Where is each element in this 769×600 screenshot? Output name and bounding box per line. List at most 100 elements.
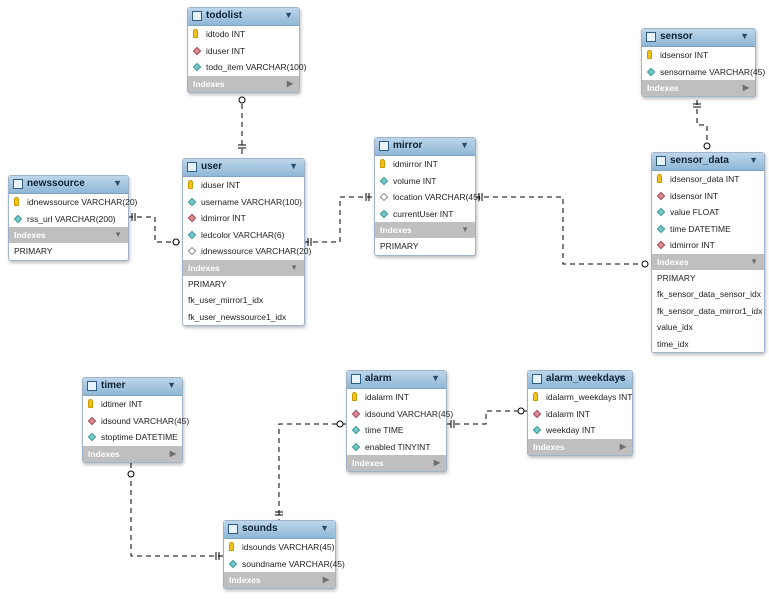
expand-arrow-icon[interactable]: ▶ <box>619 441 626 451</box>
column-row[interactable]: time DATETIME <box>652 221 764 238</box>
column-row[interactable]: idsound VARCHAR(45) <box>83 413 189 430</box>
column-row[interactable]: enabled TINYINT <box>347 439 446 456</box>
collapse-arrow-icon[interactable]: ▼ <box>167 380 176 390</box>
index-row[interactable]: time_idx <box>657 338 689 349</box>
index-row[interactable]: fk_sensor_data_mirror1_idx <box>657 305 763 316</box>
column-row[interactable]: sensorname VARCHAR(45) <box>642 64 765 81</box>
table-header[interactable]: mirror▼ <box>375 138 475 156</box>
expand-arrow-icon[interactable]: ▼ <box>290 262 298 272</box>
expand-arrow-icon[interactable]: ▶ <box>169 448 176 458</box>
table-header[interactable]: newssource▼ <box>9 176 128 194</box>
expand-arrow-icon[interactable]: ▶ <box>322 575 329 584</box>
column-row[interactable]: idmirror INT <box>652 237 764 254</box>
column-row[interactable]: idsounds VARCHAR(45) <box>224 539 335 556</box>
column-row[interactable]: soundname VARCHAR(45) <box>224 556 345 573</box>
column-row[interactable]: ledcolor VARCHAR(6) <box>183 227 304 244</box>
column-row[interactable]: currentUser INT <box>375 206 475 223</box>
column-row[interactable]: todo_item VARCHAR(100) <box>188 59 306 76</box>
expand-arrow-icon[interactable]: ▼ <box>114 230 122 239</box>
column-name: weekday INT <box>546 425 596 435</box>
column-row[interactable]: time TIME <box>347 422 446 439</box>
table-alarm-weekdays[interactable]: alarm_weekdays▼idalarm_weekdays INT idala… <box>527 370 633 456</box>
collapse-arrow-icon[interactable]: ▼ <box>460 140 469 150</box>
index-row[interactable]: PRIMARY <box>657 272 696 283</box>
table-sounds[interactable]: sounds▼idsounds VARCHAR(45)soundname VAR… <box>223 520 345 589</box>
collapse-arrow-icon[interactable]: ▼ <box>113 178 122 188</box>
index-row[interactable]: PRIMARY <box>188 278 227 289</box>
indexes-section-header[interactable]: Indexes▼ <box>9 227 128 243</box>
column-name: idalarm INT <box>546 408 590 419</box>
indexes-section-header[interactable]: Indexes▶ <box>347 455 446 471</box>
indexes-section-header[interactable]: Indexes▶ <box>528 438 632 455</box>
indexes-section-header[interactable]: Indexes▼ <box>375 222 475 238</box>
index-row[interactable]: PRIMARY <box>14 246 53 256</box>
collapse-arrow-icon[interactable]: ▼ <box>320 523 329 533</box>
column-row[interactable]: idnewssource VARCHAR(20) <box>9 194 137 211</box>
collapse-arrow-icon[interactable]: ▼ <box>617 373 626 383</box>
table-header[interactable]: sensor_data▼ <box>652 153 764 171</box>
column-row[interactable]: iduser INT <box>183 177 304 194</box>
column-name: idnewssource VARCHAR(20) <box>201 246 312 256</box>
index-row[interactable]: value_idx <box>657 322 693 332</box>
index-row[interactable]: fk_sensor_data_sensor_idx <box>657 289 761 299</box>
column-row[interactable]: idsound VARCHAR(45) <box>347 406 453 423</box>
table-newssource[interactable]: newssource▼ idnewssource VARCHAR(20) rss_u… <box>8 175 137 261</box>
expand-arrow-icon[interactable]: ▼ <box>461 225 469 234</box>
table-header[interactable]: alarm▼ <box>347 371 446 389</box>
column-row[interactable]: idalarm_weekdays INT <box>528 389 632 406</box>
collapse-arrow-icon[interactable]: ▼ <box>284 10 293 20</box>
table-header[interactable]: user▼ <box>183 159 304 177</box>
column-row[interactable]: idsensor INT <box>652 188 764 205</box>
column-row[interactable]: stoptime DATETIME <box>83 429 182 446</box>
column-row[interactable]: idalarm INT <box>528 406 632 423</box>
column-row[interactable]: volume INT <box>375 173 475 190</box>
column-row[interactable]: iduser INT <box>188 43 299 60</box>
expand-arrow-icon[interactable]: ▼ <box>750 256 758 266</box>
optional-many-marker <box>641 260 649 268</box>
relationship-sensor-data-mirror <box>475 196 651 265</box>
indexes-section-header[interactable]: Indexes▶ <box>188 75 299 92</box>
index-row[interactable]: PRIMARY <box>380 241 419 251</box>
column-row[interactable]: idalarm INT <box>347 389 446 406</box>
column-row[interactable]: idtimer INT <box>83 396 182 413</box>
column-row[interactable]: rss_url VARCHAR(200) <box>9 211 128 228</box>
column-row[interactable]: username VARCHAR(100) <box>183 194 304 211</box>
table-header[interactable]: alarm_weekdays▼ <box>528 371 632 389</box>
column-row[interactable]: idsensor_data INT <box>652 171 764 188</box>
indexes-section-header[interactable]: Indexes▼ <box>652 253 764 270</box>
column-row[interactable]: idmirror INT <box>183 210 304 227</box>
column-row[interactable]: idsensor INT <box>642 47 755 64</box>
column-row[interactable]: weekday INT <box>528 422 632 439</box>
column-row[interactable]: idmirror INT <box>375 156 475 173</box>
expand-arrow-icon[interactable]: ▶ <box>433 458 440 467</box>
indexes-section-header[interactable]: Indexes▶ <box>83 445 182 462</box>
indexes-section-header[interactable]: Indexes▼ <box>183 259 304 276</box>
column-row[interactable]: idtodo INT <box>188 26 299 43</box>
index-row[interactable]: fk_user_newssource1_idx <box>188 311 287 322</box>
index-row[interactable]: fk_user_mirror1_idx <box>188 295 264 305</box>
expand-arrow-icon[interactable]: ▶ <box>742 83 749 92</box>
indexes-section-header[interactable]: Indexes▶ <box>642 80 755 96</box>
indexes-section-header[interactable]: Indexes▶ <box>224 572 335 588</box>
expand-arrow-icon[interactable]: ▶ <box>286 78 293 88</box>
table-header[interactable]: timer▼ <box>83 378 182 396</box>
column-name: idnewssource VARCHAR(20) <box>27 197 138 207</box>
table-header[interactable]: sounds▼ <box>224 521 335 539</box>
table-header[interactable]: todolist▼ <box>188 8 299 26</box>
collapse-arrow-icon[interactable]: ▼ <box>289 161 298 171</box>
column-row[interactable]: idnewssource VARCHAR(20) <box>183 243 311 260</box>
primary-key-icon <box>647 50 652 59</box>
collapse-arrow-icon[interactable]: ▼ <box>749 155 758 165</box>
collapse-arrow-icon[interactable]: ▼ <box>740 31 749 41</box>
collapse-arrow-icon[interactable]: ▼ <box>431 373 440 383</box>
column-row[interactable]: location VARCHAR(45) <box>375 189 481 206</box>
column-row[interactable]: value FLOAT <box>652 204 764 221</box>
table-header[interactable]: sensor▼ <box>642 29 755 47</box>
